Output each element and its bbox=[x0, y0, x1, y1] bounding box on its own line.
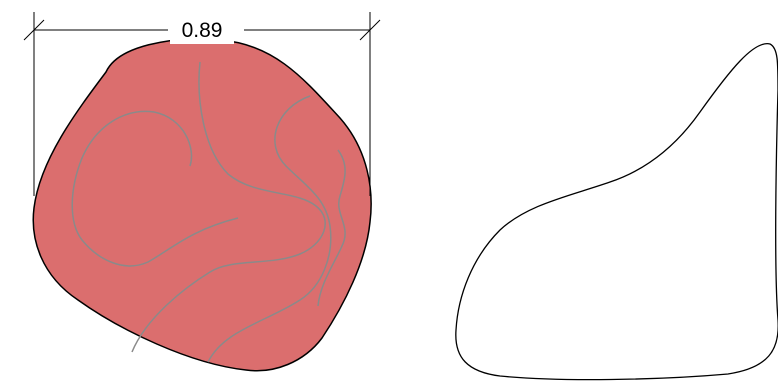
inner-long-curve bbox=[131, 61, 326, 353]
inner-edge-curve bbox=[317, 149, 346, 307]
dimension-label: 0.89 bbox=[170, 18, 234, 44]
dimension-annotation bbox=[23, 12, 381, 196]
outline-blob bbox=[455, 43, 778, 381]
inner-right-curve bbox=[207, 95, 332, 363]
dimension-tick-right bbox=[359, 19, 381, 41]
filled-blob bbox=[32, 38, 372, 372]
dimension-tick-left bbox=[23, 19, 45, 41]
inner-loop-curve bbox=[71, 110, 239, 267]
inner-curves bbox=[71, 61, 346, 363]
